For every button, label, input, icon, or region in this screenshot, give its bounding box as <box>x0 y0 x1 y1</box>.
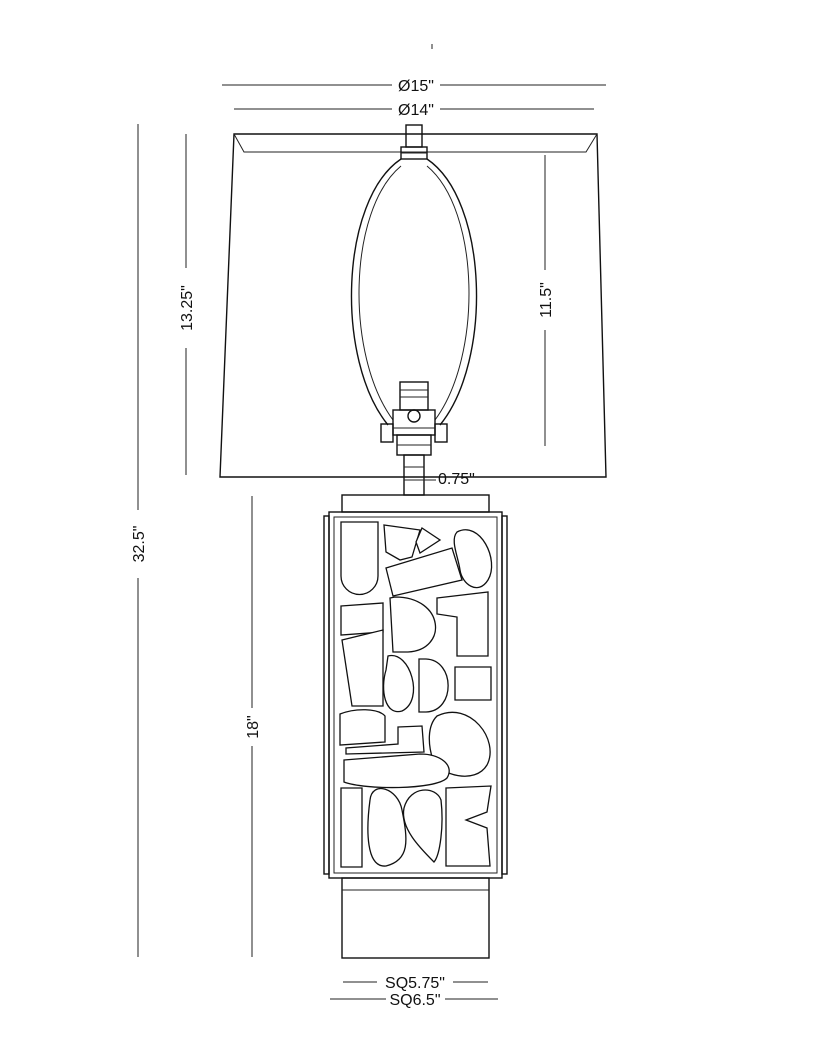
base-outer-dimension: SQ6.5" <box>330 992 498 1009</box>
base-inner-label: SQ5.75" <box>385 975 445 992</box>
shade-top-inner-label: Ø14" <box>398 102 434 119</box>
body-cutout-pattern <box>339 521 493 868</box>
lamp-harp <box>350 158 478 443</box>
total-height-label: 32.5" <box>131 526 148 563</box>
shade-top-inner-dimension: Ø14" <box>234 102 594 119</box>
body-height-dimension: 18" <box>245 496 262 957</box>
body-top-cap <box>341 494 490 513</box>
base-inner-dimension: SQ5.75" <box>343 975 488 992</box>
total-height-dimension: 32.5" <box>131 124 148 957</box>
lamp-body <box>323 511 508 879</box>
finial <box>400 124 428 160</box>
shade-height-dimension: 13.25" <box>179 134 196 475</box>
lamp-base <box>341 877 490 959</box>
lamp-shade <box>219 133 607 478</box>
shade-top-outer-dimension: Ø15" <box>222 78 606 95</box>
shade-top-outer-label: Ø15" <box>398 78 434 95</box>
harp-height-dimension: 11.5" <box>538 155 555 446</box>
lamp-socket <box>392 381 436 496</box>
base-outer-label: SQ6.5" <box>389 992 440 1009</box>
harp-height-label: 11.5" <box>538 282 555 318</box>
shade-height-label: 13.25" <box>179 285 196 331</box>
neck-gap-label: 0.75" <box>438 471 475 488</box>
body-height-label: 18" <box>245 715 262 738</box>
neck-gap-dimension: 0.75" <box>424 471 475 488</box>
